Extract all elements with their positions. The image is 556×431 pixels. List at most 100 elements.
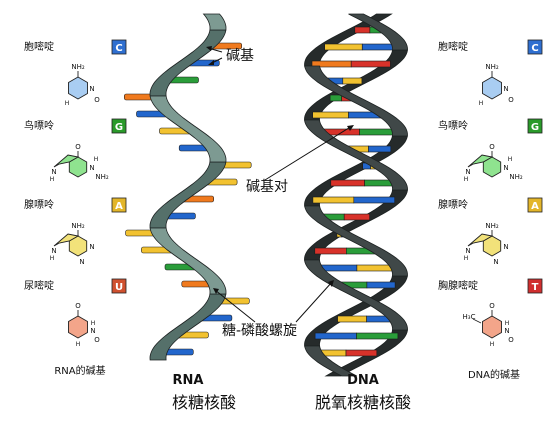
dna-base-rung bbox=[314, 247, 347, 255]
amine-label: NH₂ bbox=[71, 63, 85, 71]
base-name: 鸟嘌呤 bbox=[438, 119, 468, 132]
dna-base-rung bbox=[337, 315, 367, 323]
dna-backbone-a-segment bbox=[304, 259, 408, 331]
molecule-ring bbox=[467, 154, 494, 168]
rna-backbone-segment bbox=[149, 293, 227, 361]
atom-h: H bbox=[490, 341, 495, 348]
dna-base-rung bbox=[356, 332, 399, 340]
atom-h: H bbox=[76, 341, 81, 348]
amine-label: NH₂ bbox=[485, 222, 499, 230]
atom-n: N bbox=[89, 164, 94, 172]
label-base-pair: 碱基对 bbox=[246, 178, 288, 195]
backbone-arrow-rna bbox=[214, 289, 256, 323]
atom-h: H bbox=[94, 156, 99, 163]
rna-subtitle: 核糖核酸 bbox=[172, 393, 236, 412]
molecule-ring bbox=[482, 315, 502, 339]
base-name: 腺嘌呤 bbox=[438, 198, 468, 211]
dna-base-rung bbox=[343, 213, 370, 221]
base-name: 胞嘧啶 bbox=[24, 40, 54, 53]
atom-h: H bbox=[91, 320, 96, 327]
amine-label: NH₂ bbox=[485, 63, 499, 71]
atom-o: O bbox=[75, 143, 81, 151]
atom-o: O bbox=[75, 302, 81, 310]
base-name: 腺嘌呤 bbox=[24, 198, 54, 211]
atom-n: N bbox=[504, 327, 509, 335]
amine-label: NH₂ bbox=[509, 173, 523, 181]
atom-n: N bbox=[79, 258, 84, 266]
annotation-arrowheads bbox=[206, 46, 354, 294]
dna-base-rung bbox=[342, 77, 363, 85]
amine-label: NH₂ bbox=[71, 222, 85, 230]
base-letter: A bbox=[115, 201, 123, 212]
molecule-ring bbox=[482, 76, 502, 100]
dna-backbone-b-segment bbox=[304, 65, 408, 137]
rna-backbone-segment bbox=[202, 13, 227, 31]
dna-bases-caption: DNA的碱基 bbox=[468, 368, 520, 381]
atom-n: N bbox=[493, 258, 498, 266]
base-entry-c: 胞嘧啶 C NH₂ N H O bbox=[24, 39, 127, 107]
atom-h: H bbox=[65, 100, 70, 107]
atom-h: H bbox=[50, 176, 55, 183]
atom-n: N bbox=[465, 168, 470, 176]
molecule-ring bbox=[68, 76, 88, 100]
dna-base-rung bbox=[353, 196, 395, 204]
base-letter-badge bbox=[527, 118, 543, 134]
base-letter: G bbox=[531, 122, 539, 133]
rna-backbone-back bbox=[149, 29, 227, 361]
atom-n: N bbox=[89, 85, 94, 93]
rna-backbone-segment bbox=[149, 95, 227, 163]
dna-backbone-front bbox=[304, 13, 408, 377]
atom-n: N bbox=[465, 247, 470, 255]
base-letter-badge bbox=[527, 278, 543, 294]
label-base: 碱基 bbox=[226, 47, 254, 64]
atom-n: N bbox=[90, 327, 95, 335]
base-name: 鸟嘌呤 bbox=[24, 119, 54, 132]
base-letter: U bbox=[115, 282, 123, 293]
atom-h: H bbox=[464, 255, 469, 262]
methyl-label: H₃C bbox=[463, 313, 476, 321]
atom-o: O bbox=[508, 336, 514, 344]
atom-n: N bbox=[503, 164, 508, 172]
atom-n: N bbox=[51, 168, 56, 176]
atom-h: H bbox=[50, 255, 55, 262]
molecule-c: NH₂ N H O bbox=[65, 63, 101, 107]
base-letter: C bbox=[115, 43, 122, 54]
dna-backbone-a-segment bbox=[324, 329, 408, 377]
atom-n: N bbox=[503, 243, 508, 251]
base-letter-badge bbox=[527, 39, 543, 55]
atom-o: O bbox=[489, 143, 495, 151]
dna-backbone-a-segment bbox=[348, 13, 408, 51]
amine-label: NH₂ bbox=[95, 173, 109, 181]
base-letter-badge bbox=[527, 197, 543, 213]
dna-base-rung bbox=[314, 332, 357, 340]
dna-base-rung bbox=[345, 349, 378, 357]
atom-h: H bbox=[505, 320, 510, 327]
dna-base-rung bbox=[329, 94, 342, 102]
base-pair-arrow bbox=[264, 125, 353, 181]
dna-base-rung bbox=[324, 43, 363, 51]
dna-base-rung bbox=[312, 196, 355, 204]
molecule-ring bbox=[68, 315, 88, 339]
base-letter-badge bbox=[111, 197, 127, 213]
molecule-ring bbox=[467, 233, 494, 247]
atom-o: O bbox=[94, 336, 100, 344]
molecule-ring bbox=[53, 154, 80, 168]
annotation-arrows bbox=[207, 47, 353, 323]
label-backbone: 糖-磷酸螺旋 bbox=[222, 323, 297, 339]
dna-base-rung bbox=[366, 281, 396, 289]
molecule-ring bbox=[53, 233, 80, 247]
atom-o: O bbox=[94, 96, 100, 104]
dna-backbone-a-segment bbox=[304, 119, 408, 191]
